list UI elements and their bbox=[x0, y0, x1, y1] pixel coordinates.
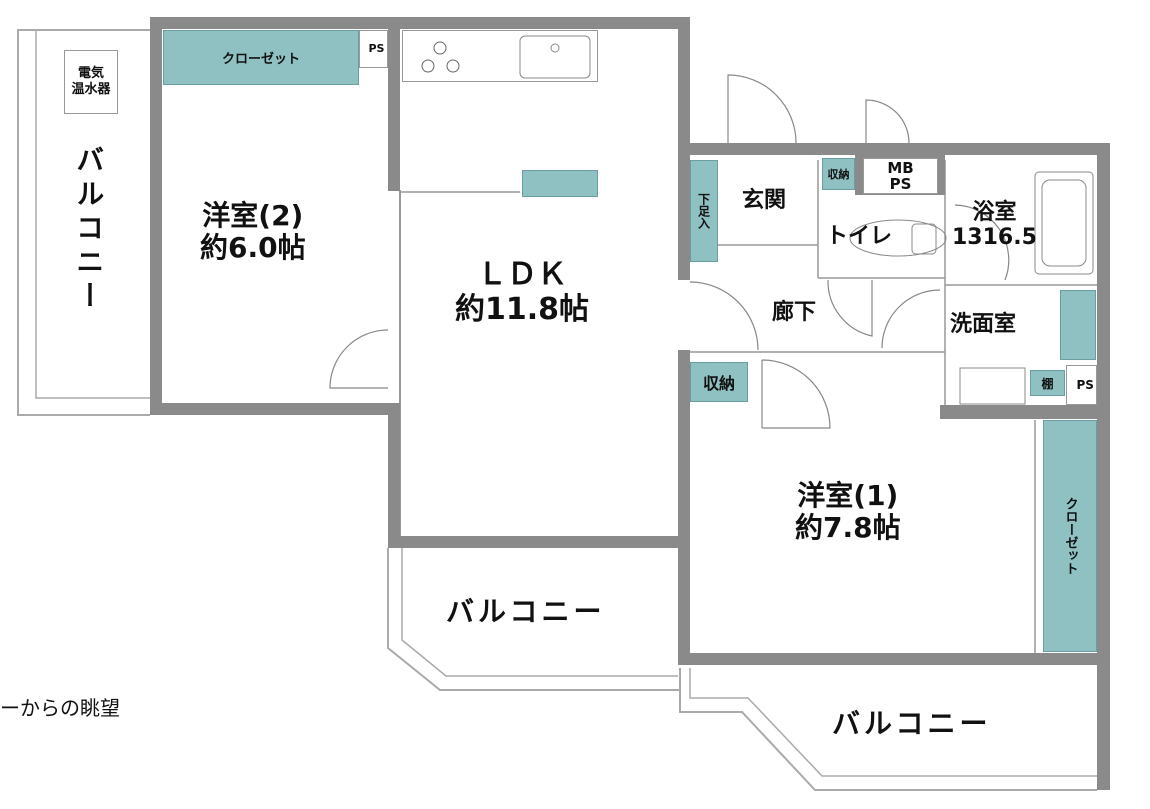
wall bbox=[940, 405, 1110, 419]
western-room-1-label: 洋室(1) 約7.8帖 bbox=[795, 479, 901, 545]
shelf[interactable]: 棚 bbox=[1030, 370, 1065, 396]
west-balcony-label: バルコニー bbox=[72, 145, 106, 315]
washing-machine-pan bbox=[1060, 290, 1096, 360]
shoe-storage[interactable]: 下足入 bbox=[690, 160, 718, 262]
wall bbox=[150, 403, 400, 415]
storage[interactable]: 収納 bbox=[690, 362, 748, 402]
wall bbox=[678, 17, 690, 280]
kitchen-cabinet bbox=[522, 170, 598, 197]
wall bbox=[388, 403, 400, 548]
wall bbox=[690, 143, 1110, 155]
ps-shaft-2: PS bbox=[1066, 365, 1097, 405]
view-caption: ーからの眺望 bbox=[0, 696, 120, 720]
closet-right[interactable]: クローゼット bbox=[1043, 420, 1097, 652]
wall bbox=[1097, 143, 1110, 790]
wall bbox=[388, 29, 400, 191]
wall bbox=[678, 350, 690, 665]
wall bbox=[150, 17, 162, 415]
bathroom-label: 浴室 1316.5 bbox=[952, 200, 1037, 251]
ldk-label: ＬＤＫ 約11.8帖 bbox=[455, 257, 590, 327]
southeast-balcony-label: バルコニー bbox=[832, 707, 992, 740]
entrance-label: 玄関 bbox=[742, 188, 787, 213]
ps-shaft: PS bbox=[359, 30, 388, 68]
toilet-label: トイレ bbox=[826, 224, 893, 249]
washroom-label: 洗面室 bbox=[950, 312, 1017, 337]
western-room-2-label: 洋室(2) 約6.0帖 bbox=[200, 199, 306, 265]
south-balcony-label: バルコニー bbox=[446, 595, 606, 628]
wall bbox=[388, 536, 690, 548]
wall bbox=[678, 653, 1110, 665]
hallway-label: 廊下 bbox=[772, 300, 817, 325]
storage-small[interactable]: 収納 bbox=[822, 158, 855, 190]
mbps: MB PS bbox=[863, 158, 938, 194]
wall bbox=[150, 17, 690, 29]
water-heater: 電気 温水器 bbox=[64, 50, 118, 114]
kitchen-counter bbox=[402, 30, 598, 82]
closet-top[interactable]: クローゼット bbox=[163, 30, 359, 85]
